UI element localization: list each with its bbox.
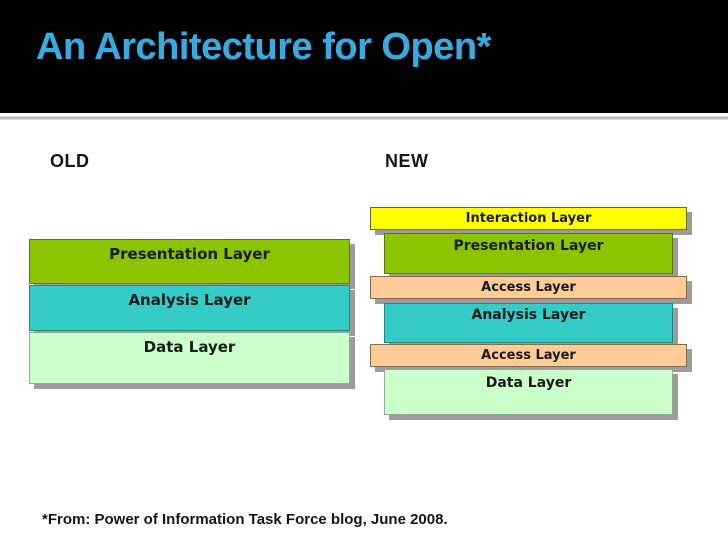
new-presentation-layer-box: Presentation Layer bbox=[384, 233, 673, 274]
new-data-layer-box: Data Layer bbox=[384, 369, 673, 415]
new-access-layer-lower-box: Access Layer bbox=[370, 344, 687, 367]
new-access-layer-upper-label: Access Layer bbox=[481, 280, 576, 295]
source-footnote: *From: Power of Information Task Force b… bbox=[42, 511, 448, 528]
header-separator-line bbox=[0, 116, 728, 120]
old-presentation-layer-box: Presentation Layer bbox=[29, 239, 350, 284]
new-access-layer-lower-label: Access Layer bbox=[481, 348, 576, 363]
new-data-layer-label: Data Layer bbox=[485, 375, 572, 391]
title-band: An Architecture for Open* bbox=[0, 0, 728, 113]
new-interaction-layer-box: Interaction Layer bbox=[370, 207, 687, 230]
old-column-label: OLD bbox=[50, 151, 90, 171]
old-presentation-layer-label: Presentation Layer bbox=[109, 245, 270, 263]
old-data-layer-box: Data Layer bbox=[29, 332, 350, 384]
new-column-label: NEW bbox=[385, 151, 429, 171]
new-interaction-layer-label: Interaction Layer bbox=[465, 211, 592, 226]
new-analysis-layer-box: Analysis Layer bbox=[384, 303, 673, 343]
old-analysis-layer-label: Analysis Layer bbox=[128, 291, 251, 309]
new-analysis-layer-label: Analysis Layer bbox=[471, 307, 586, 323]
old-data-layer-label: Data Layer bbox=[143, 338, 236, 356]
new-access-layer-upper-box: Access Layer bbox=[370, 276, 687, 299]
new-presentation-layer-label: Presentation Layer bbox=[453, 238, 604, 254]
slide-title: An Architecture for Open* bbox=[36, 26, 491, 68]
old-analysis-layer-box: Analysis Layer bbox=[29, 285, 350, 331]
